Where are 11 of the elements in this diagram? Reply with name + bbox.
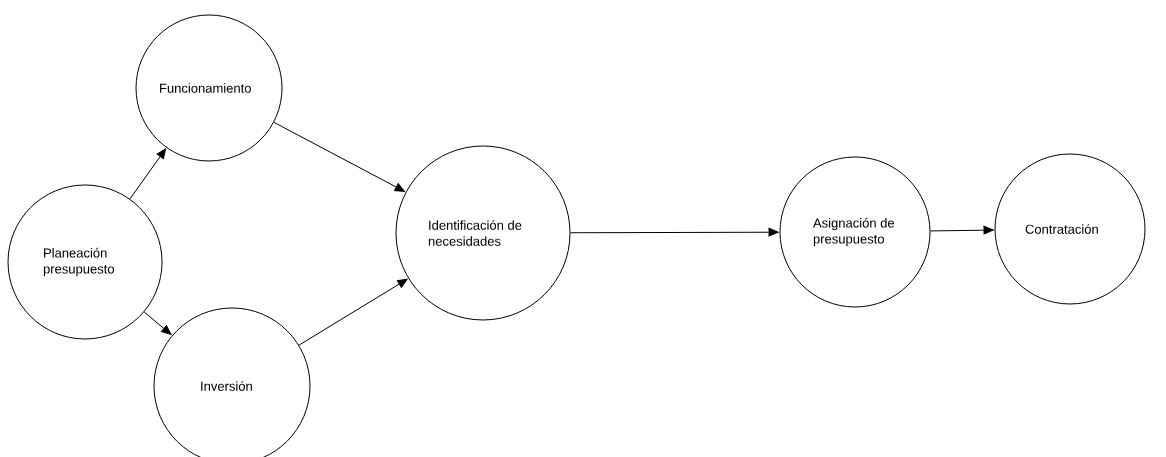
arrow (129, 148, 167, 200)
arrow (298, 278, 408, 346)
circle-node: Funcionamiento (135, 14, 283, 162)
arrow (143, 311, 172, 336)
circle-node: Asignación de presupuesto (779, 156, 931, 308)
circle-node: Contratación (994, 153, 1146, 305)
arrow (570, 227, 779, 237)
arrow (273, 121, 405, 192)
circle-node: Planeación presupuesto (7, 184, 163, 340)
arrow (930, 225, 994, 235)
circle-node: Identificación de necesidades (395, 145, 571, 321)
